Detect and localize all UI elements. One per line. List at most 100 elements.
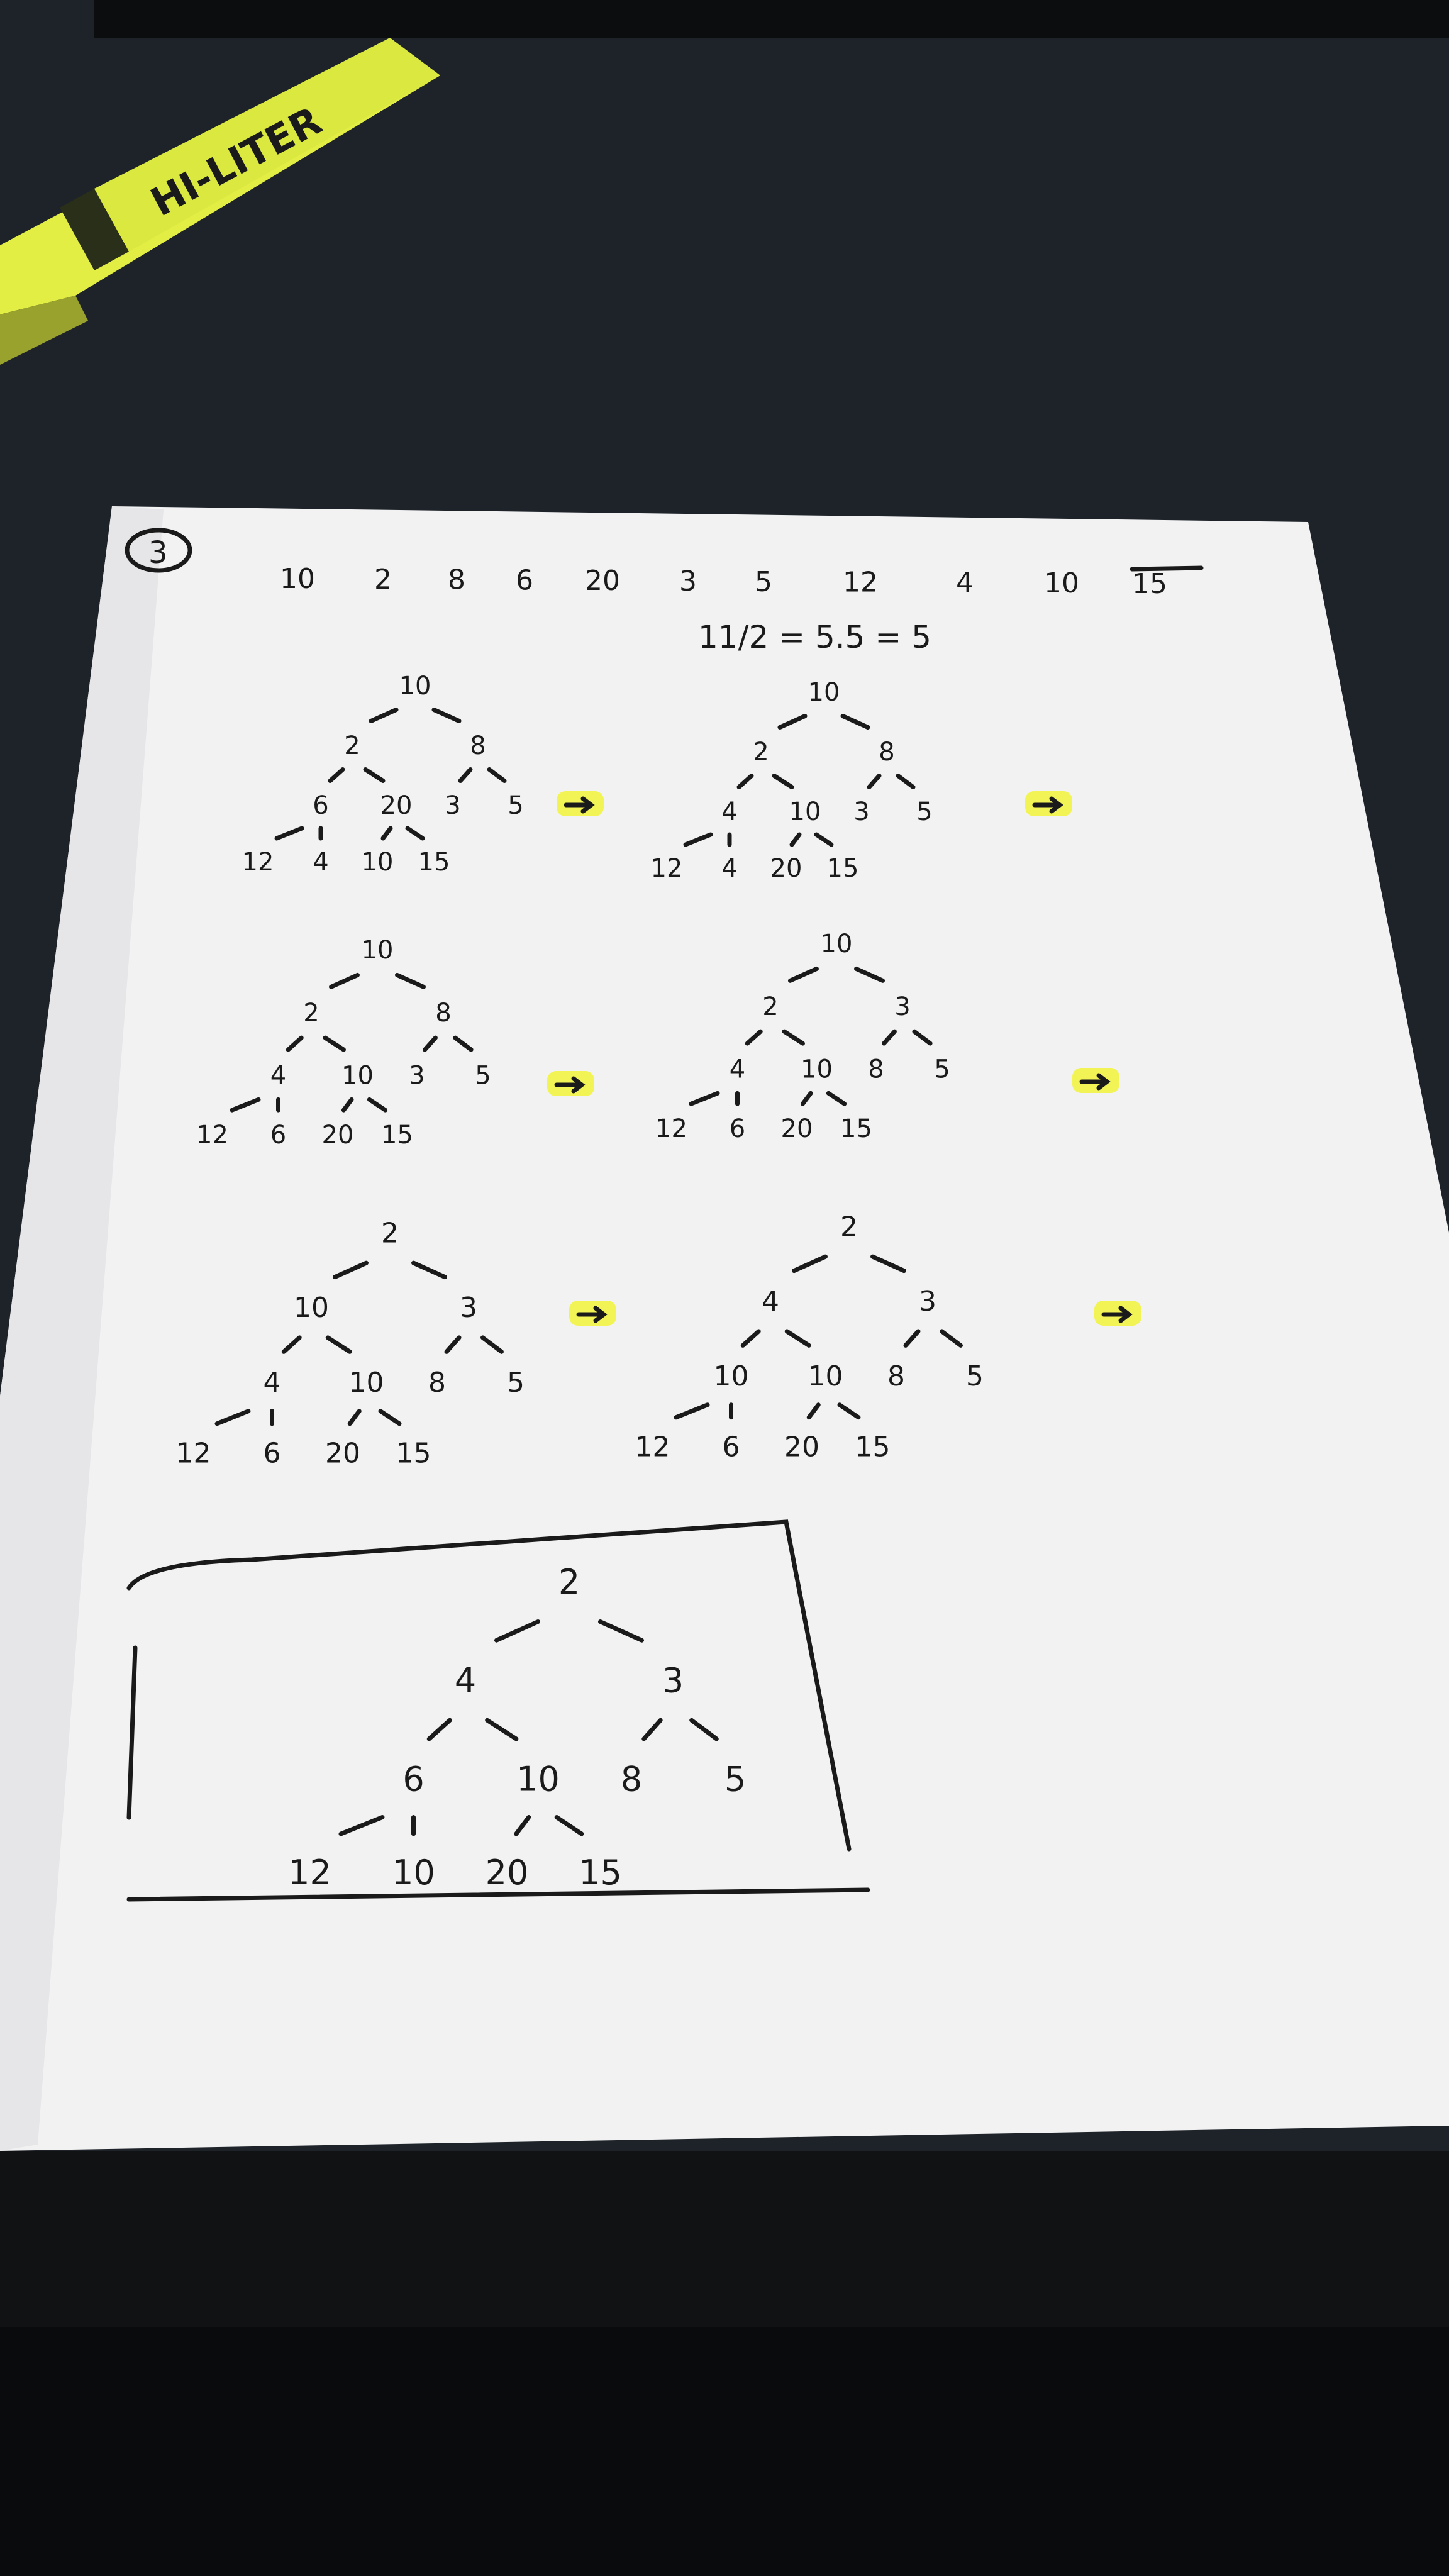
- tree-node: 8: [879, 738, 894, 767]
- tree-node: 10: [821, 930, 853, 958]
- tree-node: 3: [460, 1292, 477, 1324]
- tree-node: 3: [409, 1062, 425, 1091]
- tree-edge: [329, 972, 360, 989]
- tree-node: 5: [934, 1055, 950, 1084]
- tree-edge: [423, 1035, 438, 1052]
- laptop-edge: [94, 0, 1449, 38]
- tree-node: 5: [475, 1062, 491, 1091]
- tree-edge: [230, 1097, 261, 1113]
- sequence-overline: [1130, 565, 1204, 572]
- highlighter-cap: [94, 38, 440, 252]
- step-arrow: [1072, 1068, 1119, 1093]
- tree-node: 12: [651, 854, 683, 883]
- tree-node: 2: [381, 1217, 399, 1249]
- tree-node: 15: [827, 854, 859, 883]
- tree-edge: [378, 1409, 402, 1426]
- tree-edge: [426, 1718, 452, 1741]
- tree-node: 15: [396, 1437, 431, 1469]
- tree-edge: [740, 1329, 761, 1348]
- tree-edge: [411, 1260, 447, 1280]
- tree-edge: [800, 1091, 813, 1106]
- sequence-value: 5: [755, 566, 772, 598]
- tree-edge: [772, 774, 794, 789]
- tree-edge: [341, 1097, 354, 1113]
- tree-node: 4: [313, 848, 328, 877]
- step-arrow: [1025, 791, 1072, 816]
- tree-edge: [854, 966, 885, 983]
- final-box-left: [126, 1645, 138, 1820]
- tree-node: 15: [855, 1431, 891, 1463]
- tree-node: 8: [435, 999, 451, 1028]
- tree-edge: [514, 1815, 531, 1836]
- tree-edge: [689, 1718, 719, 1741]
- tree-node: 20: [784, 1431, 819, 1463]
- tree-node: 8: [887, 1360, 905, 1392]
- tree-edge: [347, 1409, 362, 1426]
- tree-node: 6: [402, 1759, 424, 1799]
- step-arrows: [547, 791, 1141, 1326]
- tree-node: 3: [919, 1285, 936, 1318]
- paper-shade: [0, 506, 164, 2151]
- tree-node: 10: [801, 1055, 833, 1084]
- tree-edge: [840, 714, 870, 730]
- sequence-value: 6: [516, 564, 533, 596]
- tree-edge: [274, 826, 304, 841]
- tree-edge: [487, 767, 507, 783]
- tree-node: 20: [781, 1114, 813, 1143]
- tree-node: 2: [840, 1211, 858, 1243]
- tree-edge: [554, 1815, 584, 1836]
- arrow-icon: [1032, 796, 1063, 814]
- tree-edge: [903, 1329, 921, 1348]
- tree-node: 5: [508, 791, 523, 820]
- tree-edge: [940, 1329, 963, 1348]
- problem-number-circle: [125, 528, 192, 573]
- arrow-icon: [1101, 1306, 1133, 1323]
- highlighter-cap-band: [60, 189, 129, 270]
- tree-edge: [444, 1335, 462, 1354]
- tree-edge: [494, 1619, 540, 1643]
- tree-edge: [431, 708, 462, 723]
- tree-node: 2: [753, 738, 769, 767]
- tree-node: 20: [325, 1437, 360, 1469]
- tree-node: 12: [655, 1114, 687, 1143]
- final-heap-box: [126, 1519, 870, 1902]
- tree-edge: [485, 1718, 519, 1741]
- problem-number: 3: [148, 535, 168, 570]
- tree-edge: [870, 1254, 906, 1274]
- tree-edge: [286, 1035, 304, 1052]
- tree-edge: [792, 1254, 828, 1274]
- tree-node: 5: [916, 797, 932, 826]
- tree-node: 10: [362, 936, 394, 965]
- tree-node: 20: [770, 854, 802, 883]
- tree-node: 6: [270, 1121, 286, 1150]
- tree-edge: [323, 1035, 346, 1052]
- tree-edge: [896, 774, 916, 789]
- tree-edge: [641, 1718, 663, 1741]
- arrow-icon: [1079, 1073, 1111, 1091]
- tree-node: 5: [507, 1367, 525, 1399]
- paper-sheet: [0, 506, 1449, 2151]
- tree-edge: [325, 1335, 352, 1354]
- sequence-value: 2: [374, 564, 392, 596]
- tree-edge: [745, 1029, 763, 1046]
- tree-edge: [328, 767, 345, 783]
- tree-edge: [837, 1402, 861, 1420]
- tree-edge: [806, 1402, 821, 1420]
- tree-edge: [683, 832, 713, 847]
- tree-node: 10: [516, 1759, 560, 1799]
- tree-edge: [867, 774, 882, 789]
- tree-node: 10: [808, 678, 840, 707]
- highlighter-shadow: [0, 296, 88, 365]
- tree-node: 10: [808, 1360, 843, 1392]
- tree-node: 15: [418, 848, 450, 877]
- tree-node: 4: [721, 797, 737, 826]
- tree-node: 3: [662, 1661, 684, 1701]
